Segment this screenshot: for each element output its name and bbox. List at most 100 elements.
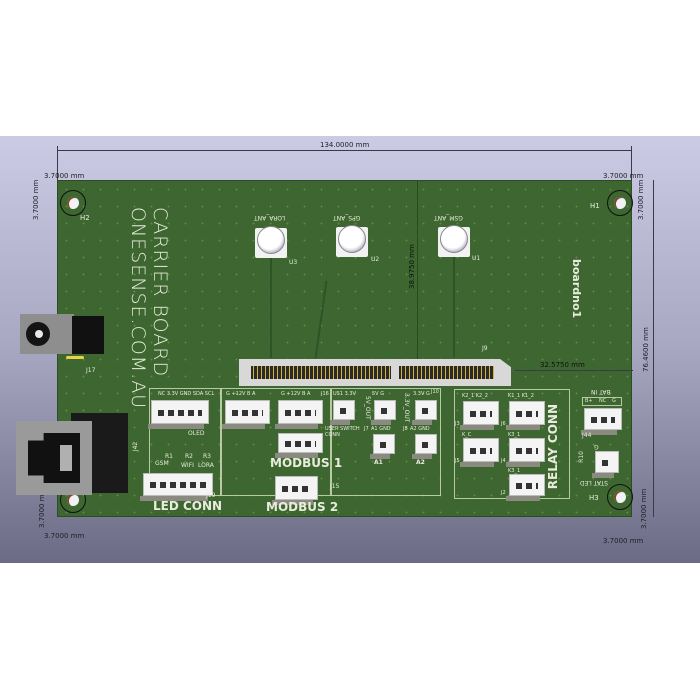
led-label-wifi: WIFI [181,462,194,469]
j10-connector[interactable] [412,400,437,425]
bat-in-label: BAT IN [591,388,611,395]
bat-in-connector-j44[interactable] [581,408,622,435]
j8-connector[interactable] [412,434,437,459]
j7-connector[interactable] [370,434,395,459]
led-label-gsm: GSM [155,460,169,467]
mounting-hole-h2 [60,190,86,216]
rj45-port-opening [28,433,80,483]
bat-in-pin-g: G [612,398,616,404]
relay-j3-ref: J3 [455,421,460,427]
j9-pin-row-left [251,366,391,379]
relay-j5-pins: K_C [462,432,472,438]
dc-jack-rear [72,316,104,354]
modbus-connector-b[interactable] [275,400,323,429]
dimension-connector-offset: 32.5750 mm [540,361,585,369]
user-switch-connector[interactable] [330,400,355,425]
connector-ref-j8: J8 [403,426,408,432]
relay-connector-j4[interactable] [506,438,545,467]
antenna-u1[interactable] [438,225,470,257]
antenna-ref-u2: U2 [371,256,380,263]
modbus1-label: MODBUS 1 [270,456,343,470]
relay-j2-ref: J2 [501,490,506,496]
dimension-extension-left [57,146,58,182]
hole-label-h3: H3 [589,494,599,502]
dc-power-jack-j17[interactable] [20,314,104,359]
hole-label-h1: H1 [590,202,600,210]
connector-ref-j9: J9 [482,345,488,352]
stat-led-pin-g: G [594,443,599,450]
modbus-a-pin-labels: G +12V B A [226,391,256,397]
mounting-hole-h3 [607,484,633,510]
pcb-board[interactable]: H2 H1 H3 CARRIER BOARD ONESENSE.COM.AU b… [57,180,633,517]
relay-connector-j5[interactable] [460,438,499,467]
j7-pin-labels: A1 GND [371,426,391,432]
dimension-width-label: 134.0000 mm [320,141,370,149]
led-connector-j19[interactable] [140,473,213,501]
pcb-3d-viewport[interactable]: 134.0000 mm 76.4600 mm 3.7000 mm 3.7000 … [0,136,700,563]
led-label-lora: LORA [198,462,214,469]
relay-connector-j3[interactable] [460,401,499,430]
resistor-r3-label: R3 [203,453,211,460]
resistor-r1-label: R1 [165,453,173,460]
dimension-h2-y: 3.7000 mm [32,179,40,220]
board-id-label: boardno1 [570,259,583,319]
dimension-h3-y: 3.7000 mm [640,488,648,529]
connector-ref-j7: J7 [364,426,369,432]
modbus-connector-c[interactable] [275,433,323,458]
antenna-label-lora: LORA_ANT [254,214,286,221]
stat-led-label: STAT LED [580,479,608,486]
relay-j4-pins: K3_1 [508,432,521,438]
connector-ref-j19: J19 [206,492,216,499]
rj45-latch [60,445,72,471]
board-title-line2: ONESENSE.COM.AU [127,207,149,410]
trace-u2 [314,281,328,358]
dc-jack-pad [66,356,84,359]
relay-j4-ref: J4 [501,458,506,464]
connector-ref-j44: J44 [582,432,592,439]
dimension-line-height [653,180,654,517]
oled-pin-labels: NC 3.3V GND SDA SCL [158,391,215,397]
j1-connector[interactable] [371,400,396,425]
dimension-h2-x: 3.7000 mm [44,172,85,180]
rj45-ref-j42: J42 [132,441,140,452]
bat-in-pin-bplus: B+ [585,398,593,404]
relay-j5-ref: J5 [455,458,460,464]
io-outline [331,388,441,496]
rj45-ethernet-jack-j42[interactable] [16,413,128,495]
dimension-h3-x: 3.7000 mm [603,537,644,545]
dimension-line-width [57,150,632,151]
stat-led-resistor-r10: R10 [578,451,585,463]
stat-led-connector[interactable] [592,451,619,478]
j8-label: A2 [416,459,425,466]
modbus-connector-a[interactable] [222,400,270,429]
dimension-h1-x: 3.7000 mm [603,172,644,180]
antenna-u2[interactable] [336,225,368,257]
relay-j3-pins: K2_1 K2_2 [462,393,488,399]
relay-connector-j6[interactable] [506,401,545,430]
hole-label-h2: H2 [80,214,90,222]
board-to-board-connector-j9[interactable] [239,359,511,386]
antenna-u3[interactable] [255,226,287,258]
bat-in-pin-nc: NC [599,398,607,404]
dimension-h1-y: 3.7000 mm [637,179,645,220]
antenna-ref-u1: U1 [472,255,481,262]
dimension-extension-right [631,146,632,182]
divider-line [417,181,418,361]
j1-5v-out-label: 5V_OUT [364,396,371,420]
relay-connector-j2[interactable] [506,474,545,501]
modbus2-label: MODBUS 2 [266,500,339,514]
modbus-connector-j15[interactable] [272,476,318,505]
mounting-hole-h1 [607,190,633,216]
j10-pin-labels: 3.3V G [413,391,430,397]
j9-pin-row-right [399,366,494,379]
dimension-height-label: 76.4600 mm [642,327,650,372]
antenna-label-gsm: GSM_ANT [434,214,463,221]
oled-connector[interactable] [148,400,209,429]
relay-j6-pins: K1_1 K1_2 [508,393,534,399]
bat-in-pin-box [582,397,622,406]
led-conn-label: LED CONN [153,499,223,513]
dimension-line-connector-offset [515,370,633,371]
modbus-b-pin-labels: G +12V B A [281,391,311,397]
trace-u3 [270,258,272,358]
dc-jack-pin [35,330,43,338]
